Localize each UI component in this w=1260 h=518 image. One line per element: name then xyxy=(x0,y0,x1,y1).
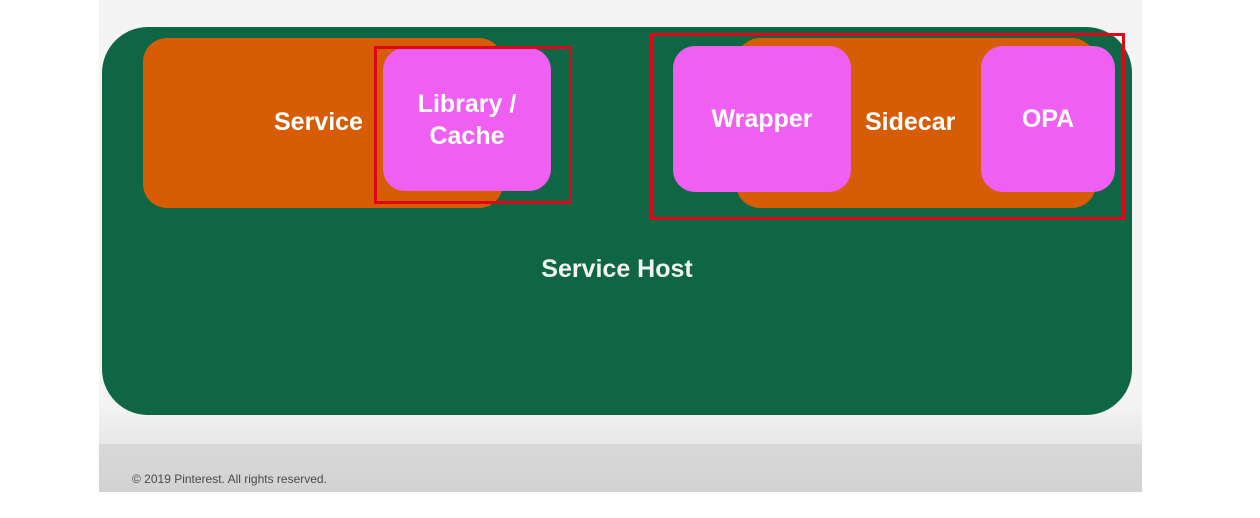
sidecar-group-highlight xyxy=(650,33,1125,220)
opa-box: OPA xyxy=(981,46,1115,192)
slide: Service Host Service Library / Cache Wra… xyxy=(99,0,1142,492)
service-label: Service xyxy=(274,108,363,136)
wrapper-label: Wrapper xyxy=(711,105,813,133)
opa-label: OPA xyxy=(1021,105,1075,133)
library-cache-highlight xyxy=(374,46,572,204)
sidecar-label: Sidecar xyxy=(865,108,956,136)
library-cache-box: Library / Cache xyxy=(383,48,551,191)
service-host-label: Service Host xyxy=(541,255,693,283)
library-cache-label: Library / Cache xyxy=(417,89,517,150)
footer-band xyxy=(99,444,1142,492)
copyright-text: © 2019 Pinterest. All rights reserved. xyxy=(132,472,327,486)
wrapper-box: Wrapper xyxy=(673,46,851,192)
